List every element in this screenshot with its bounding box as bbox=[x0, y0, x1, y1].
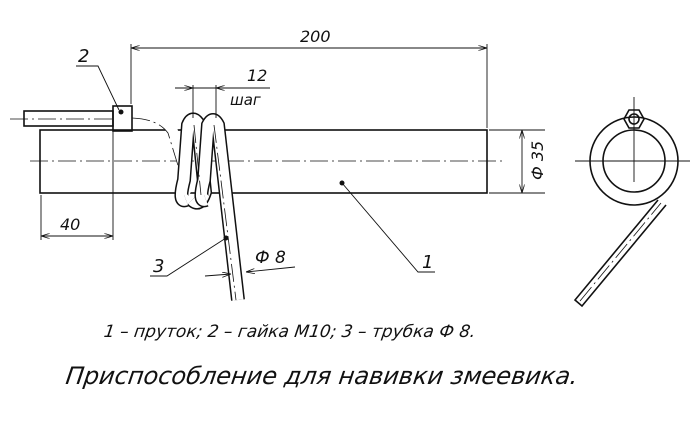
side-view bbox=[573, 97, 690, 308]
leader-1 bbox=[341, 182, 435, 273]
dim-diameter-text: Ф 35 bbox=[528, 141, 547, 180]
tube-part-3 bbox=[10, 105, 245, 301]
dim-200-text: 200 bbox=[300, 27, 331, 46]
dim-40-text: 40 bbox=[60, 215, 80, 234]
rod-part-1 bbox=[30, 129, 505, 194]
nut-part-2 bbox=[112, 105, 133, 132]
dimension-diameter-35 bbox=[489, 129, 545, 194]
label-part-2: 2 bbox=[78, 46, 89, 67]
dimension-pitch bbox=[175, 85, 270, 118]
dimension-200 bbox=[130, 44, 488, 128]
leader-2 bbox=[76, 65, 120, 111]
dim-pitch-text: 12 bbox=[247, 66, 267, 85]
leader-dot-2 bbox=[118, 109, 124, 115]
label-part-1: 1 bbox=[422, 252, 433, 273]
drawing-title: Приспособление для навивки змеевика. bbox=[64, 362, 580, 390]
leader-3 bbox=[150, 237, 227, 277]
dimension-tube-8 bbox=[204, 266, 296, 276]
parts-legend: 1 – пруток; 2 – гайка М10; 3 – трубка Ф … bbox=[102, 322, 477, 342]
dimension-40 bbox=[40, 131, 114, 240]
dim-tube-text: Ф 8 bbox=[255, 248, 286, 268]
dim-pitch-label: шаг bbox=[230, 91, 261, 109]
label-part-3: 3 bbox=[153, 256, 164, 277]
